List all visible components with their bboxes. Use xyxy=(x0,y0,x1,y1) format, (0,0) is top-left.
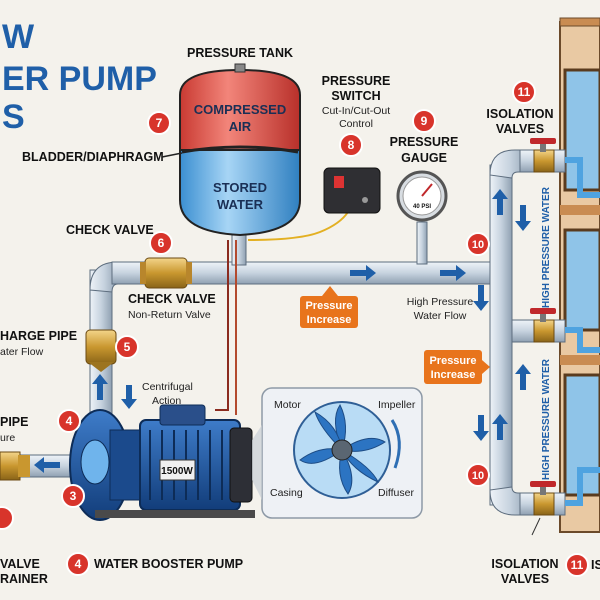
badge-4-bottom: 4 xyxy=(75,557,82,571)
badge-4: 4 xyxy=(66,414,73,428)
pressure-increase-callout-2 xyxy=(424,350,490,384)
badge-9: 9 xyxy=(421,114,428,128)
title-line-1: W xyxy=(2,18,35,56)
callout-1-line2: Increase xyxy=(307,314,352,326)
impeller-motor-label: Motor xyxy=(274,399,301,411)
switch-title-2: SWITCH xyxy=(331,89,380,103)
bottom-valve-label-2: RAINER xyxy=(0,572,48,586)
title-line-2: ER PUMP xyxy=(2,60,157,98)
bottom-valve-label-1: VALVE xyxy=(0,557,40,571)
isolation-top-line1: ISOLATION xyxy=(486,107,553,121)
callout-2-line2: Increase xyxy=(431,369,476,381)
badge-11-top: 11 xyxy=(518,85,531,99)
discharge-pipe-sub: ater Flow xyxy=(0,346,44,358)
bladder-label: BLADDER/DIAPHRAGM xyxy=(22,150,164,164)
vertical-label-upper: HIGH PRESSURE WATER xyxy=(541,186,552,308)
switch-title-1: PRESSURE xyxy=(322,74,391,88)
impeller-impeller-label: Impeller xyxy=(378,399,416,411)
gauge-face: 40 PSI xyxy=(413,204,431,210)
switch-sub-2: Control xyxy=(339,118,373,130)
badge-6: 6 xyxy=(158,236,165,250)
isolation-top-line2: VALVES xyxy=(496,122,544,136)
bottom-right-label: IS xyxy=(591,558,600,572)
badge-5: 5 xyxy=(124,340,131,354)
pressure-increase-callout-1 xyxy=(300,286,358,328)
flow-arrows xyxy=(4,189,531,473)
suction-pipe-label: PIPE xyxy=(0,415,29,429)
compressed-air-label-2: AIR xyxy=(229,119,252,134)
pressure-tank xyxy=(179,63,301,237)
motor-badge: 1500W xyxy=(161,466,193,477)
isolation-bottom-line2: VALVES xyxy=(501,572,549,586)
badge-11-bottom: 11 xyxy=(571,558,584,572)
compressed-air-label: COMPRESSED xyxy=(194,102,286,117)
badge-3: 3 xyxy=(70,489,77,503)
centrifugal-label-1: Centrifugal xyxy=(142,381,193,393)
booster-pump xyxy=(69,404,255,521)
vertical-label-lower: HIGH PRESSURE WATER xyxy=(541,358,552,480)
pressure-tank-label: PRESSURE TANK xyxy=(187,46,293,60)
gauge-title-2: GAUGE xyxy=(401,151,447,165)
suction-strainer xyxy=(0,451,30,481)
suction-pipe-sub: ure xyxy=(0,432,15,444)
title-line-3: S xyxy=(2,98,25,136)
pressure-gauge xyxy=(396,170,448,222)
badge-7: 7 xyxy=(156,116,163,130)
hp-flow-line2: Water Flow xyxy=(414,310,467,322)
switch-sub-1: Cut-In/Cut-Out xyxy=(322,105,390,117)
bottom-pump-label: WATER BOOSTER PUMP xyxy=(94,557,243,571)
stored-water-label-2: WATER xyxy=(217,197,264,212)
callout-1-line1: Pressure xyxy=(305,300,352,312)
badge-10-bottom: 10 xyxy=(472,470,484,482)
stored-water-label: STORED xyxy=(213,180,267,195)
badge-10-top: 10 xyxy=(472,239,484,251)
centrifugal-label-2: Action xyxy=(152,395,181,407)
impeller-detail xyxy=(261,387,423,519)
check-valve-top-label: CHECK VALVE xyxy=(66,223,154,237)
isolation-valve-mid xyxy=(530,308,556,343)
impeller-diffuser-label: Diffuser xyxy=(378,487,414,499)
check-valve-mid-label: CHECK VALVE xyxy=(128,292,216,306)
check-valve-mid-sub: Non-Return Valve xyxy=(128,309,211,321)
impeller-casing-label: Casing xyxy=(270,487,303,499)
isolation-valve-top xyxy=(530,138,556,173)
hp-flow-line1: High Pressure xyxy=(407,296,474,308)
gauge-title-1: PRESSURE xyxy=(390,135,459,149)
isolation-bottom-line1: ISOLATION xyxy=(491,557,558,571)
discharge-pipe-label: HARGE PIPE xyxy=(0,329,77,343)
badge-8: 8 xyxy=(348,138,355,152)
check-valve-top xyxy=(140,257,192,289)
check-valve-mid xyxy=(85,329,117,372)
pressure-switch xyxy=(323,167,381,214)
callout-2-line1: Pressure xyxy=(429,355,476,367)
isolation-valve-bottom xyxy=(530,481,556,516)
building xyxy=(559,17,600,533)
number-badges xyxy=(0,80,589,577)
